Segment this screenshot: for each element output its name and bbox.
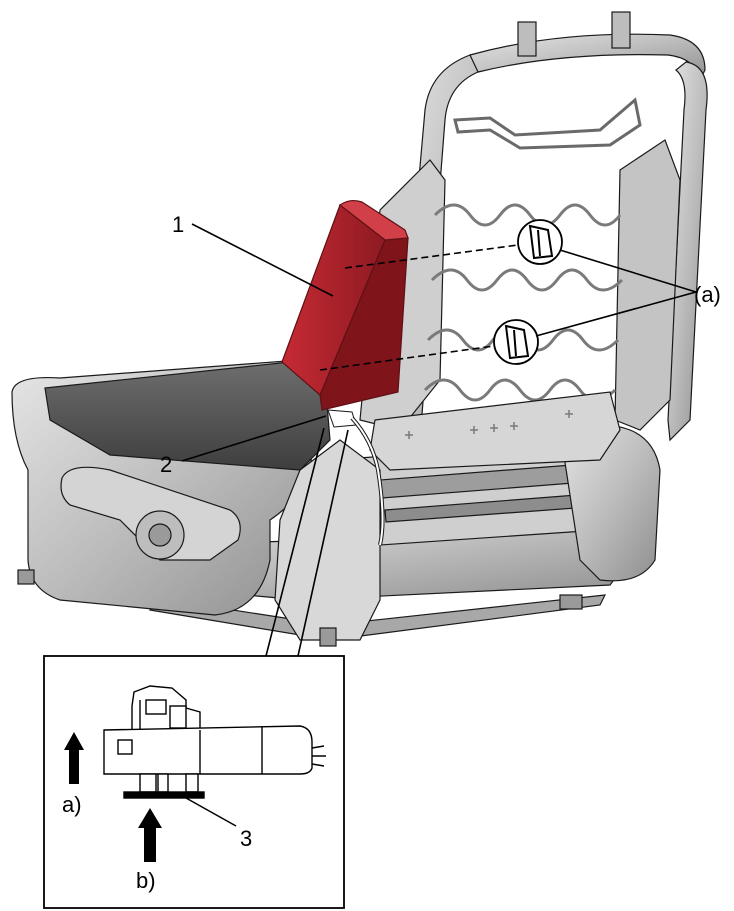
callout-1: 1 bbox=[172, 212, 184, 237]
leader-part-1 bbox=[191, 223, 334, 297]
seat-front-cover bbox=[274, 439, 381, 641]
zoom-line-left bbox=[265, 427, 325, 657]
callout-2: 2 bbox=[160, 452, 172, 477]
leader-a-lower bbox=[535, 291, 697, 337]
arrow-up-icon bbox=[138, 808, 162, 862]
leader-bolt-upper bbox=[344, 244, 519, 269]
leader-part-2 bbox=[181, 415, 327, 462]
zoom-line-right bbox=[297, 429, 349, 657]
leader-a-upper bbox=[559, 249, 697, 293]
side-airbag-module bbox=[281, 199, 409, 411]
callout-a: (a) bbox=[694, 282, 721, 307]
bolt-icon bbox=[504, 324, 530, 360]
bolt-detail-upper bbox=[517, 219, 563, 265]
connector-detail bbox=[103, 685, 326, 799]
headrest-guide-left bbox=[517, 21, 537, 57]
airbag-connector bbox=[327, 409, 385, 546]
leader-part-3 bbox=[185, 797, 237, 827]
detail-inset: a) 3 b) bbox=[43, 655, 345, 909]
airbag-module-top bbox=[339, 199, 409, 241]
airbag-module-face bbox=[281, 204, 386, 396]
arrow-up-icon bbox=[64, 732, 84, 784]
seatback-frame-top bbox=[469, 33, 706, 82]
callout-3: 3 bbox=[240, 826, 252, 851]
leader-bolt-lower bbox=[319, 345, 495, 371]
bolt-icon bbox=[528, 224, 554, 260]
headrest-guide-right bbox=[611, 11, 631, 49]
seatback-frame-right bbox=[667, 61, 708, 442]
seatback-right-panel bbox=[614, 139, 681, 431]
lock-plate bbox=[123, 791, 205, 799]
bolt-detail-lower bbox=[493, 319, 539, 365]
callout-arrow-a: a) bbox=[62, 792, 82, 817]
callout-arrow-b: b) bbox=[136, 868, 156, 893]
leader-lines bbox=[181, 223, 697, 657]
